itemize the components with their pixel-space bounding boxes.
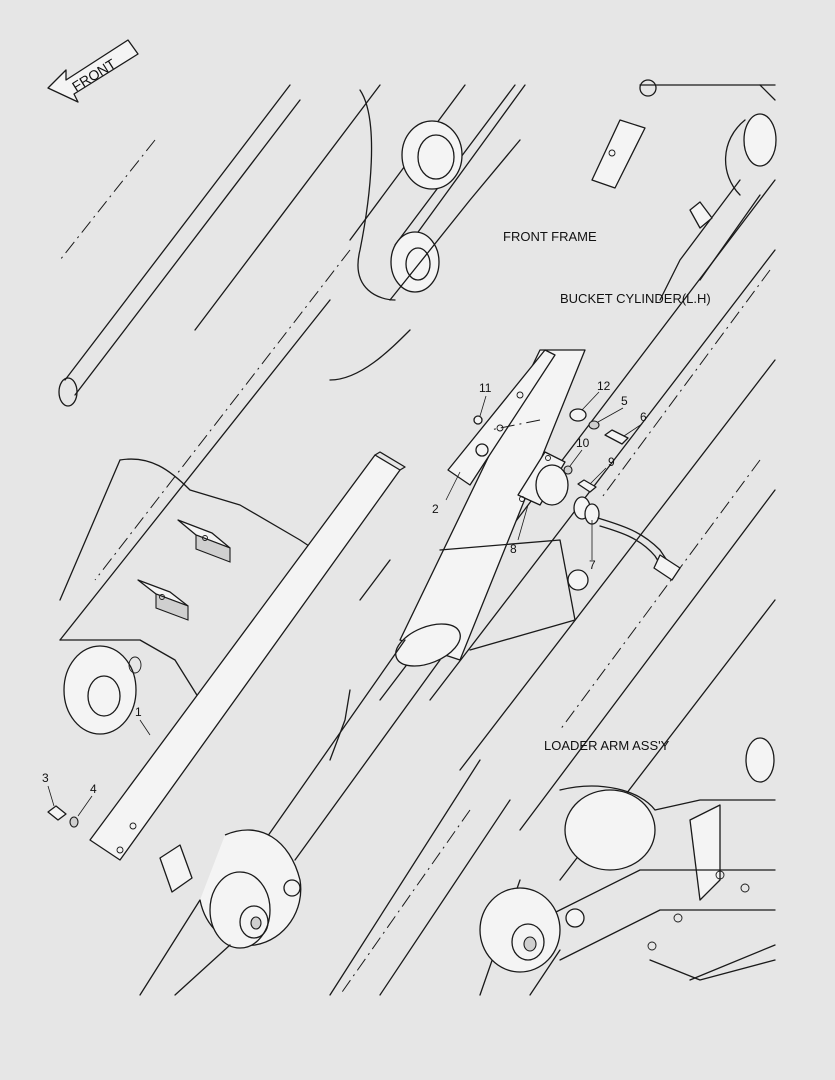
front-frame-label: FRONT FRAME [503,229,597,244]
washer-part-11 [473,415,483,425]
washer-part-12 [569,408,587,422]
loader-arm-label: LOADER ARM ASS'Y [544,738,670,753]
bracket-part-2 [447,349,556,486]
left-frame-brackets [59,458,331,735]
bolt-part-9 [577,479,597,493]
part-number-4: 4 [90,782,97,796]
bolt-part-3 [47,805,67,821]
part-number-2: 2 [432,502,439,516]
part-number-8: 8 [510,542,517,556]
bucket-cylinder [139,349,589,996]
upper-pin-assembly [329,89,521,381]
bucket-cylinder-label: BUCKET CYLINDER(L.H) [560,291,711,306]
connector-part-7 [573,496,681,581]
right-upper-components [591,79,777,301]
washer-part-5 [588,420,600,430]
part-number-6: 6 [640,410,647,424]
bolt-part-6 [604,429,629,445]
part-number-12: 12 [597,379,611,393]
hardware-parts [47,408,629,828]
leader-lines [47,391,643,817]
part-number-3: 3 [42,771,49,785]
part-number-9: 9 [608,455,615,469]
sensor-part-8 [517,451,569,506]
part-number-7: 7 [589,558,596,572]
washer-part-10 [563,465,573,475]
part-number-11: 11 [479,381,492,395]
cover-plate-part-1 [89,451,406,861]
part-number-5: 5 [621,394,628,408]
washer-part-4 [69,816,79,828]
part-number-1: 1 [135,705,142,719]
front-arrow-icon: FRONT [47,39,139,103]
part-number-10: 10 [576,436,590,450]
loader-arm-assembly [479,737,776,981]
